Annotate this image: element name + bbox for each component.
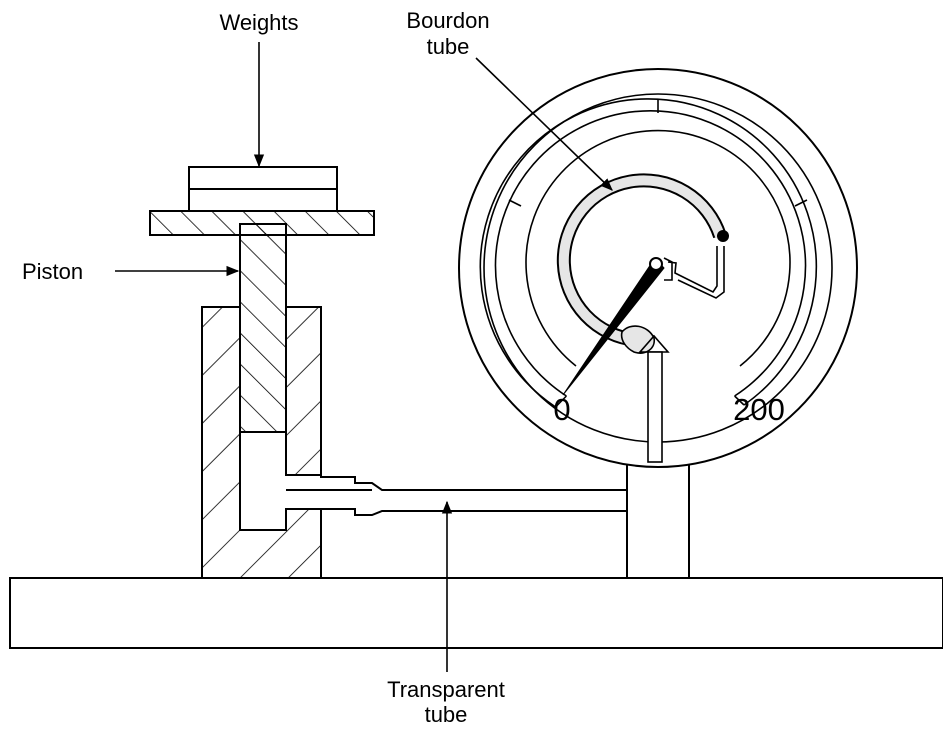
gauge-linkage [562, 246, 725, 463]
arrow-bourdon [475, 57, 613, 191]
gauge-stand [626, 462, 690, 579]
transparent-tube [286, 475, 627, 516]
label-bourdon-line2: tube [427, 34, 470, 59]
label-transparent-line1: Transparent [387, 677, 505, 702]
label-bourdon-line1: Bourdon [406, 8, 489, 33]
label-weights: Weights [219, 10, 298, 35]
bourdon-tube [556, 173, 729, 354]
label-piston: Piston [22, 259, 83, 284]
weights-stack [188, 166, 338, 212]
gauge-scale-max: 200 [733, 392, 785, 427]
base-plate [9, 577, 943, 649]
cylinder-block [201, 306, 322, 579]
piston [149, 210, 375, 433]
label-transparent-line2: tube [425, 702, 468, 727]
gauge-scale-min: 0 [553, 392, 570, 427]
